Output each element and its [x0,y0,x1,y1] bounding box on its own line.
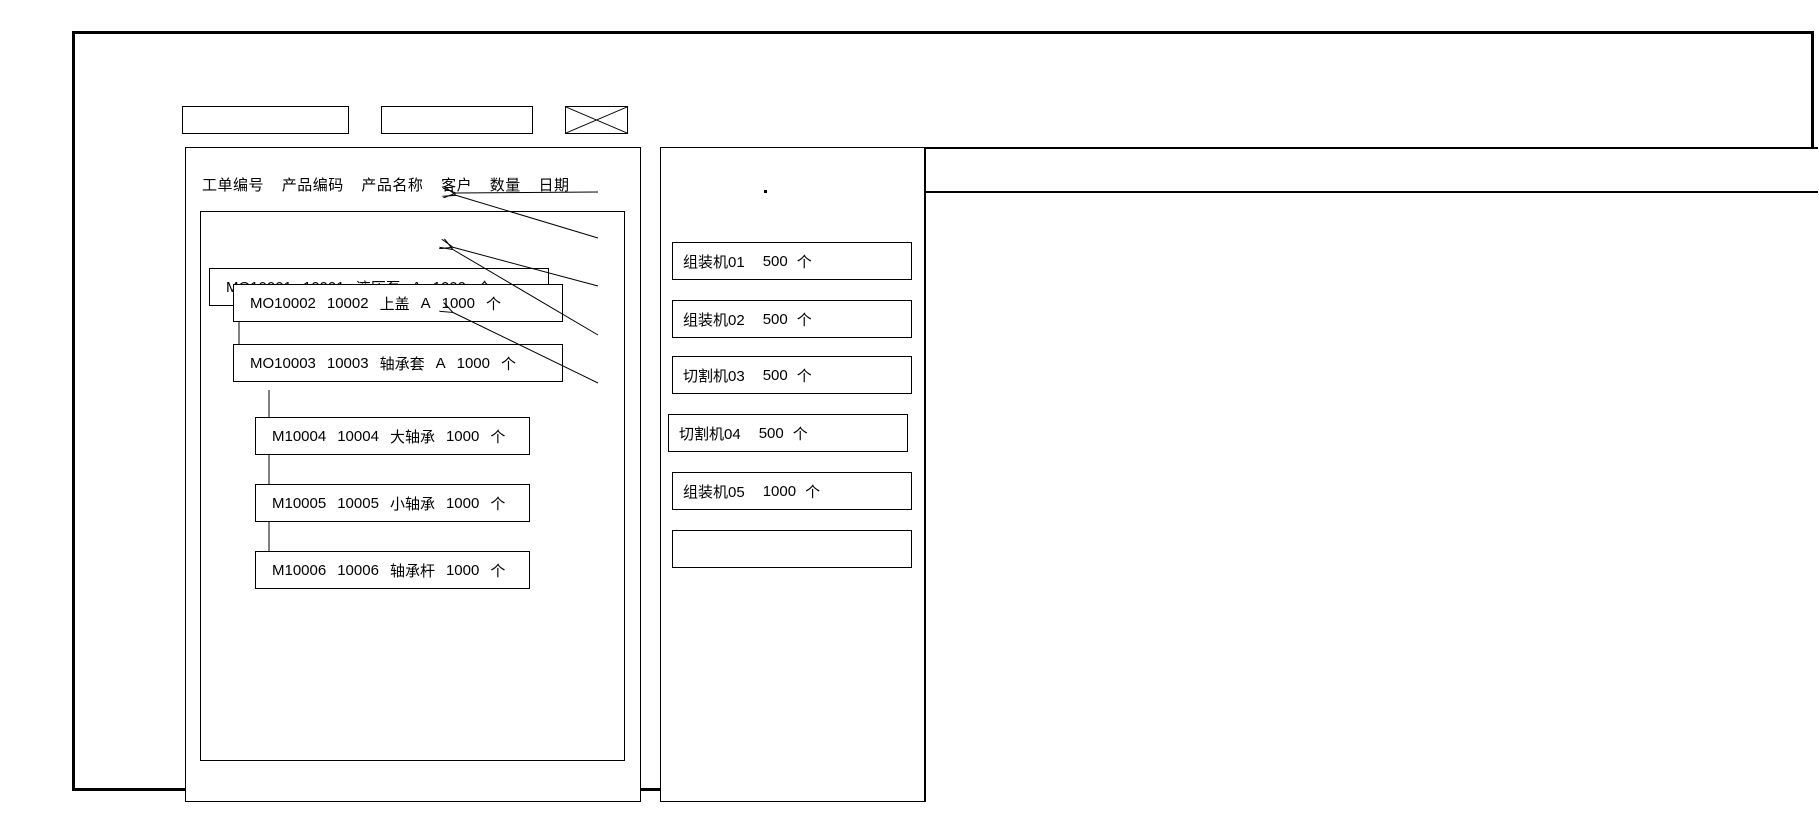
table-row[interactable]: MO10002 10002 上盖 A 1000 个 [233,284,563,322]
cell-product-name: 小轴承 [389,495,435,513]
cell-product-code: 10005 [337,494,379,512]
x-cross-icon[interactable] [565,106,628,134]
table-row[interactable]: MO10003 10003 轴承套 A 1000 个 [233,344,563,382]
machine-qty: 500 [758,424,784,442]
cell-unit: 个 [486,295,502,313]
list-item[interactable]: 组装机05 1000 个 [672,472,912,510]
cell-unit: 个 [490,495,506,513]
toolbar-field-2[interactable] [381,106,533,134]
machine-name: 组装机05 [683,483,745,501]
machine-qty: 500 [762,310,788,328]
machine-qty: 1000 [762,482,797,500]
machine-name: 切割机03 [683,367,745,385]
cell-order-no: M10005 [272,494,327,512]
detail-panel [924,147,1818,802]
cell-product-name: 上盖 [379,295,410,313]
machine-qty: 500 [762,252,788,270]
machine-schedule-panel: 组装机01 500 个 组装机02 500 个 切割机03 500 个 切割机0… [660,147,927,802]
cell-unit: 个 [490,562,506,580]
cell-quantity: 1000 [445,494,480,512]
machine-unit: 个 [796,253,812,271]
detail-panel-body [924,193,1818,802]
column-header-quantity: 数量 [489,177,521,194]
list-item-empty[interactable] [672,530,912,568]
cell-product-name: 轴承套 [379,355,425,373]
cell-order-no: M10006 [272,561,327,579]
table-row[interactable]: M10005 10005 小轴承 1000 个 [255,484,530,522]
cell-order-no: MO10002 [250,294,316,312]
cell-product-code: 10004 [337,427,379,445]
column-header-date: 日期 [538,177,570,194]
column-header-product-name: 产品名称 [361,177,424,194]
list-item[interactable]: 组装机01 500 个 [672,242,912,280]
cell-quantity: 1000 [441,294,475,312]
list-item[interactable]: 组装机02 500 个 [672,300,912,338]
column-header-product-code: 产品编码 [281,177,344,194]
toolbar-field-1[interactable] [182,106,349,134]
cell-quantity: 1000 [445,561,480,579]
cell-order-no: M10004 [272,427,327,445]
machine-unit: 个 [796,311,812,329]
detail-panel-top-border [924,147,1818,149]
machine-name: 组装机01 [683,253,745,271]
cell-product-name: 轴承杆 [389,562,435,580]
cell-quantity: 1000 [445,427,480,445]
dot-marker [764,190,767,193]
column-header-customer: 客户 [441,177,473,194]
machine-unit: 个 [792,425,808,443]
list-item[interactable]: 切割机03 500 个 [672,356,912,394]
machine-unit: 个 [796,367,812,385]
detail-panel-header-divider [924,191,1818,193]
window-frame: 工单编号 产品编码 产品名称 客户 数量 日期 [72,31,1818,802]
cell-product-name: 大轴承 [389,428,435,446]
cell-unit: 个 [501,355,517,373]
cell-customer: A [420,294,431,312]
cell-customer: A [435,354,446,372]
cell-quantity: 1000 [456,354,490,372]
table-row[interactable]: M10004 10004 大轴承 1000 个 [255,417,530,455]
detail-panel-left-border [924,147,926,802]
machine-qty: 500 [762,366,788,384]
cell-unit: 个 [490,428,506,446]
machine-unit: 个 [805,483,821,501]
column-header-order-no: 工单编号 [202,177,265,194]
cell-order-no: MO10003 [250,354,316,372]
machine-name: 切割机04 [679,425,741,443]
work-order-tree: MO10001 10001 液压泵 A 1000 个 MO10002 10002… [200,211,625,761]
cell-product-code: 10006 [337,561,379,579]
table-row[interactable]: M10006 10006 轴承杆 1000 个 [255,551,530,589]
cell-product-code: 10002 [326,294,369,312]
list-item[interactable]: 切割机04 500 个 [668,414,908,452]
column-headers: 工单编号 产品编码 产品名称 客户 数量 日期 [202,174,569,195]
machine-name: 组装机02 [683,311,745,329]
cell-product-code: 10003 [326,354,369,372]
work-order-panel: 工单编号 产品编码 产品名称 客户 数量 日期 [185,147,641,802]
